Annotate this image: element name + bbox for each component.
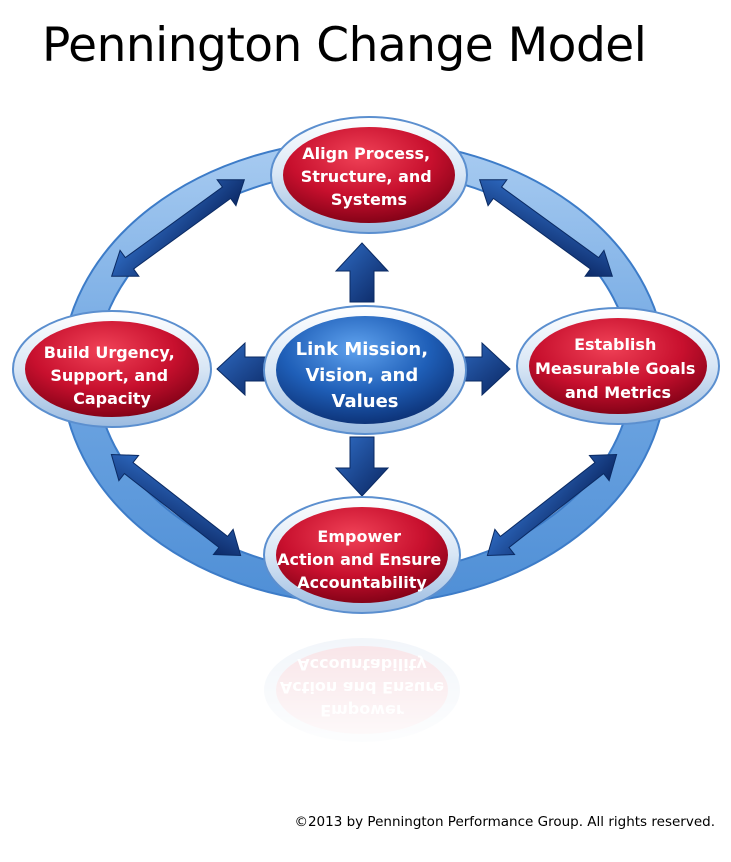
node-bottom-line: Action and Ensure — [277, 550, 441, 569]
node-top-line: Systems — [331, 190, 407, 209]
node-center: Link Mission, Vision, and Values — [263, 305, 467, 435]
svg-text:Empower Action and Ensur: Empower Action and Ensure Accountability — [277, 527, 447, 592]
svg-text:Establish Measurable Goa: Establish Measurable Goals and Metrics — [535, 335, 701, 402]
arrow-top-right-icon — [478, 179, 614, 277]
arrow-down-icon — [334, 436, 390, 497]
node-top: Align Process, Structure, and Systems — [270, 116, 468, 234]
node-left-line: Support, and — [50, 366, 168, 385]
bottom-node-reflection: Empower Action and Ensure Accountability — [240, 630, 490, 760]
node-center-line: Vision, and — [305, 365, 418, 386]
arrow-bottom-right-icon — [486, 453, 618, 557]
node-right-line: and Metrics — [565, 383, 671, 402]
node-bottom-line: Accountability — [297, 573, 427, 592]
node-center-line: Values — [332, 391, 399, 412]
svg-text:Link Mission, Vision, an: Link Mission, Vision, and Values — [296, 339, 435, 412]
node-left-line: Build Urgency, — [44, 343, 175, 362]
arrow-up-icon — [334, 242, 390, 303]
node-center-line: Link Mission, — [296, 339, 428, 360]
node-bottom-line: Empower — [317, 527, 401, 546]
arrow-top-left-icon — [110, 179, 246, 277]
node-right-line: Measurable Goals — [535, 359, 695, 378]
page-title: Pennington Change Model — [42, 18, 647, 73]
cycle-arrows — [110, 179, 618, 557]
copyright-notice: ©2013 by Pennington Performance Group. A… — [294, 814, 715, 830]
svg-text:Align Process, Structure: Align Process, Structure, and Systems — [301, 144, 438, 209]
node-top-line: Align Process, — [302, 144, 430, 163]
node-top-line: Structure, and — [301, 167, 432, 186]
node-bottom: Empower Action and Ensure Accountability — [263, 496, 461, 614]
arrow-bottom-left-icon — [110, 453, 242, 557]
node-left-line: Capacity — [73, 389, 151, 408]
node-left: Build Urgency, Support, and Capacity — [12, 310, 212, 428]
svg-text:Build Urgency, Support,: Build Urgency, Support, and Capacity — [44, 343, 180, 408]
node-right-line: Establish — [574, 335, 656, 354]
node-right: Establish Measurable Goals and Metrics — [516, 307, 720, 425]
